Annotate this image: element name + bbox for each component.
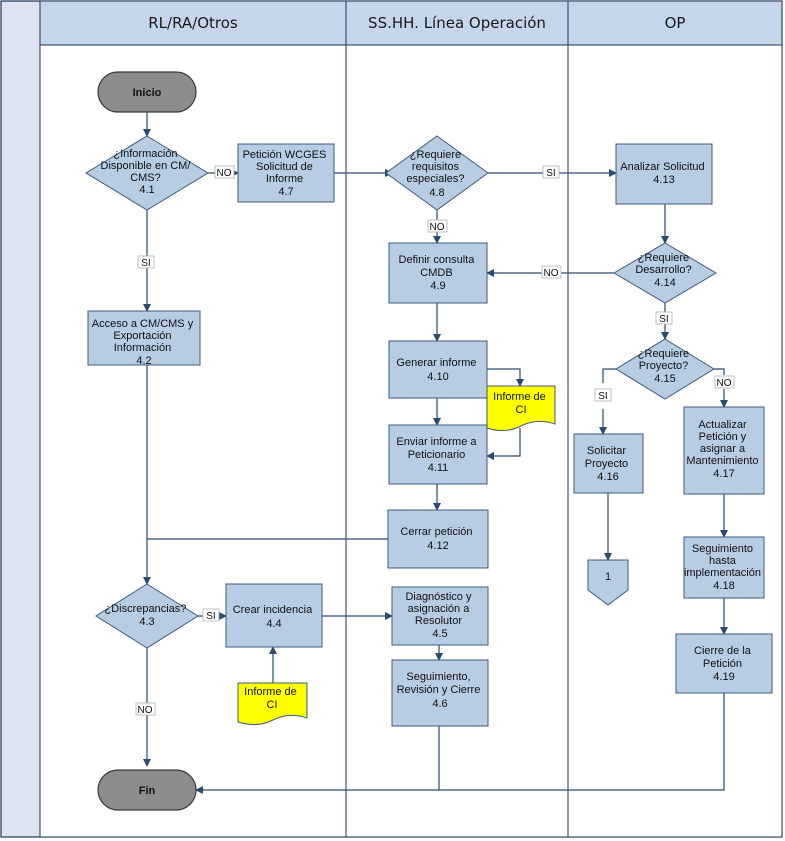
document-informe-de-ci-1: Informe de CI (486, 385, 556, 432)
process-4-19: Cierre de la Petición 4.19 (675, 633, 773, 694)
decision-4-8: ¿Requiere requisitos especiales? 4.8 (385, 135, 489, 211)
lane-header-ss-hh-linea-operacion: SS.HH. Línea Operación (368, 14, 546, 32)
svg-text:NO: NO (217, 168, 232, 179)
svg-text:Actualizar Petición y: Actualizar Petición y asignar a Mantenim… (686, 419, 761, 480)
edge-label-si-4-15: SI (594, 388, 612, 402)
process-4-9: Definir consulta CMDB 4.9 (388, 242, 488, 304)
end-terminator: Fin (97, 769, 197, 811)
svg-text:SI: SI (206, 611, 215, 622)
decision-4-14: ¿Requiere Desarrollo? 4.14 (613, 242, 717, 304)
svg-text:SI: SI (141, 258, 150, 269)
edge-label-si-4-3: SI (202, 608, 220, 622)
process-4-11: Enviar informe a Peticionario 4.11 (388, 424, 488, 485)
svg-text:¿Discrepancias? 4.3: ¿Discrepancias? 4.3 (105, 603, 190, 628)
off-page-connector-1: 1 (587, 559, 629, 606)
svg-text:Seguimiento, Revisión y: Seguimiento, Revisión y Cierre 4.6 (397, 671, 484, 710)
svg-text:Inicio: Inicio (133, 87, 162, 99)
lane-header-op: OP (665, 14, 686, 32)
svg-text:NO: NO (430, 222, 445, 233)
svg-text:Cierre de la Petición: Cierre de la Petición 4.19 (694, 645, 754, 683)
process-4-13: Analizar Solicitud 4.13 (615, 143, 713, 205)
svg-text:Petición WCGES Solicitud: Petición WCGES Solicitud de Informe 4.7 (243, 149, 330, 198)
svg-text:Seguimiento hasta: Seguimiento hasta implementación 4.18 (684, 543, 764, 592)
edge-label-no-4-14: NO (541, 265, 562, 279)
process-4-6: Seguimiento, Revisión y Cierre 4.6 (391, 659, 489, 727)
svg-text:¿Requiere requisitos: ¿Requiere requisitos especiales? 4.8 (406, 149, 467, 199)
process-4-5: Diagnóstico y asignación a Resolutor 4.5 (391, 586, 489, 646)
svg-text:Definir consulta CMDB: Definir consulta CMDB 4.9 (399, 254, 478, 292)
svg-text:NO: NO (138, 705, 153, 716)
svg-text:¿Requiere Desarrollo?: ¿Requiere Desarrollo? 4.14 (635, 252, 694, 289)
svg-text:Crear incidencia 4.4: Crear incidencia 4.4 (233, 604, 316, 630)
svg-text:¿Información Disponible: ¿Información Disponible en CM/ CMS? 4.1 (101, 148, 194, 196)
svg-text:SI: SI (659, 314, 668, 325)
start-terminator: Inicio (97, 71, 197, 113)
process-4-10: Generar informe 4.10 (388, 340, 488, 399)
process-4-7: Petición WCGES Solicitud de Informe 4.7 (237, 143, 335, 203)
svg-text:SI: SI (598, 391, 607, 402)
svg-text:Diagnóstico y asignación: Diagnóstico y asignación a Resolutor 4.5 (405, 591, 474, 640)
lane-header-rl-ra-otros: RL/RA/Otros (148, 14, 238, 32)
svg-text:NO: NO (544, 268, 559, 279)
edge-label-si-4-1: SI (137, 255, 155, 269)
document-informe-de-ci-2: Informe de CI (237, 682, 308, 726)
svg-text:NO: NO (717, 378, 732, 389)
edge-label-si-4-8: SI (542, 165, 560, 179)
svg-text:Acceso a CM/CMS y Export: Acceso a CM/CMS y Exportación Informació… (92, 318, 197, 367)
svg-text:Informe de CI: Informe de CI (493, 391, 549, 416)
decision-4-15: ¿Requiere Proyecto? 4.15 (615, 338, 715, 400)
process-4-2: Acceso a CM/CMS y Exportación Informació… (87, 310, 201, 367)
edge-label-no-4-3: NO (135, 702, 156, 716)
svg-text:SI: SI (546, 168, 555, 179)
svg-text:¿Requiere Proyecto?: ¿Requiere Proyecto? 4.15 (638, 348, 692, 385)
process-4-18: Seguimiento hasta implementación 4.18 (683, 536, 765, 599)
svg-text:Enviar informe a Peticio: Enviar informe a Peticionario 4.11 (396, 436, 479, 474)
process-4-16: Solicitar Proyecto 4.16 (573, 433, 644, 494)
svg-text:1: 1 (605, 571, 611, 583)
svg-text:Informe de CI: Informe de CI (244, 686, 300, 711)
svg-text:Analizar Solicitud 4.13: Analizar Solicitud 4.13 (620, 161, 707, 186)
process-4-17: Actualizar Petición y asignar a Mantenim… (683, 406, 765, 495)
process-4-12: Cerrar petición 4.12 (387, 509, 489, 569)
edge-label-si-4-14: SI (655, 311, 673, 325)
edge-label-no-4-8: NO (427, 219, 448, 233)
edge-label-no-4-1: NO (214, 165, 235, 179)
svg-text:Solicitar Proyecto: Solicitar Proyecto 4.16 (585, 445, 631, 483)
edge-label-no-4-15: NO (714, 375, 735, 389)
decision-4-3: ¿Discrepancias? 4.3 (95, 583, 199, 649)
svg-text:Fin: Fin (139, 785, 156, 797)
svg-text:Cerrar petición 4.12: Cerrar petición 4.12 (400, 526, 475, 552)
svg-text:Generar informe 4.10: Generar informe 4.10 (396, 357, 479, 383)
decision-4-1: ¿Información Disponible en CM/ CMS? 4.1 (85, 135, 209, 211)
process-4-4: Crear incidencia 4.4 (225, 583, 323, 648)
